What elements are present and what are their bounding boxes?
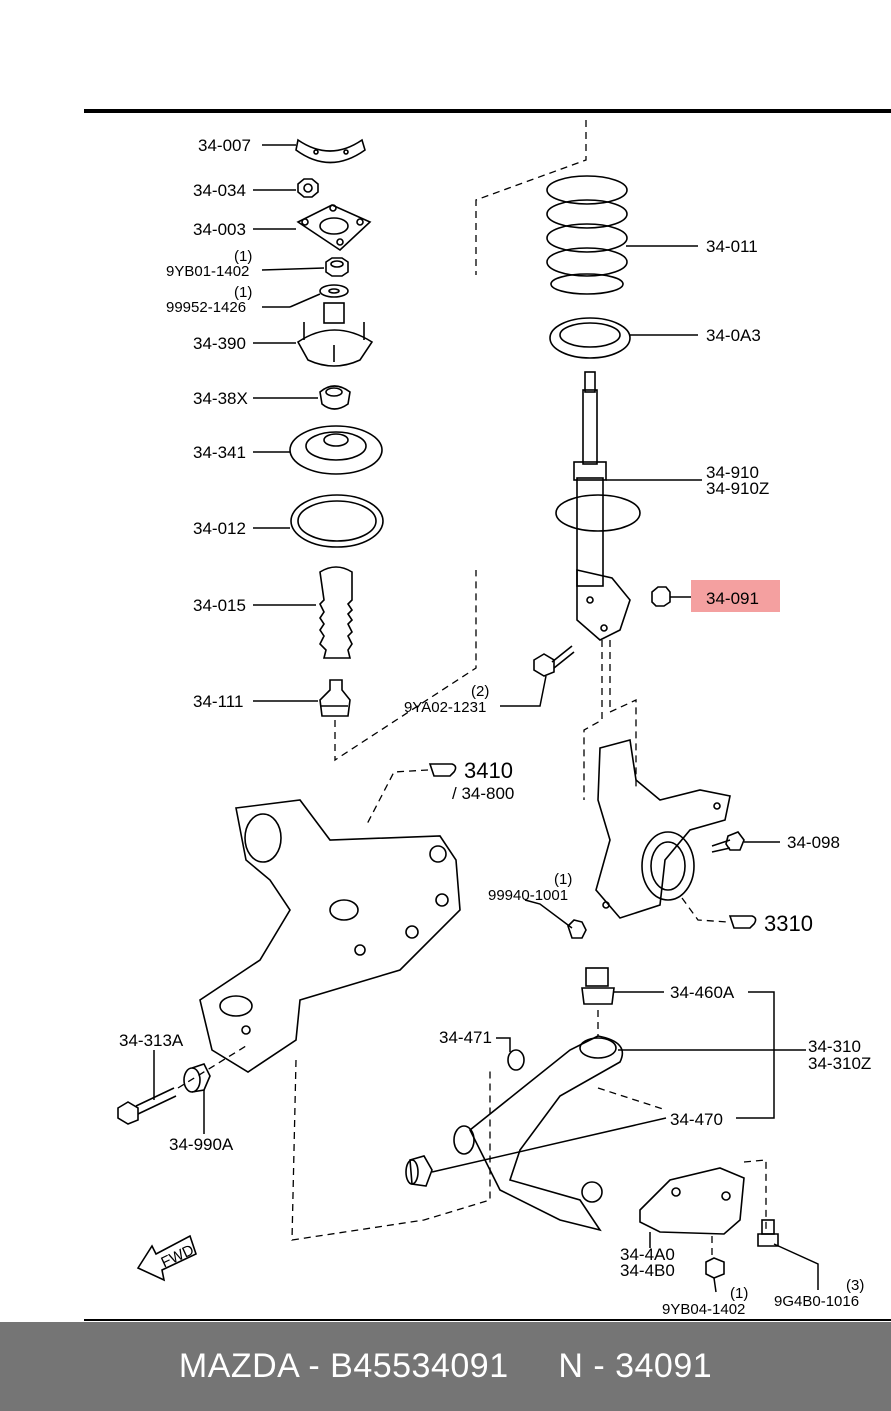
label-34-990a: 34-990A (169, 1135, 234, 1154)
qty-99940-1001: (1) (554, 871, 572, 888)
label-34-098: 34-098 (787, 833, 840, 852)
part-bushing-34-38x (319, 385, 351, 410)
hand-pointer-3410 (428, 763, 457, 777)
label-34-111: 34-111 (193, 692, 243, 711)
part-bumpstop-34-111 (319, 679, 351, 717)
label-34-4b0: 34-4B0 (620, 1261, 675, 1280)
part-bushing-34-470 (405, 1155, 433, 1187)
part-clip-34-007 (295, 138, 366, 164)
label-34-003: 34-003 (193, 220, 246, 239)
footer-gap (509, 1347, 559, 1386)
qty-99952-1426: (1) (234, 284, 252, 301)
part-nut-34-034 (297, 178, 319, 198)
label-9yb04-1402: 9YB04-1402 (662, 1301, 745, 1318)
qty-9yb04-1402: (1) (730, 1285, 748, 1302)
label-34-091: 34-091 (706, 589, 759, 608)
label-9ya02-1231: 9YA02-1231 (404, 699, 486, 716)
part-bushing-34-990a (183, 1063, 211, 1093)
part-washer-99952-1426 (319, 284, 349, 298)
footer-brand-part: MAZDA - B45534091 (178, 1347, 509, 1385)
part-bolt-9g4b0-1016 (757, 1219, 779, 1247)
part-bracket-34-4a0 (639, 1167, 745, 1235)
label-9yb01-1402: 9YB01-1402 (166, 263, 249, 280)
ref-3410-sub: / 34-800 (452, 784, 514, 803)
part-bushing-34-471 (507, 1049, 525, 1071)
part-bolt-34-098 (711, 831, 745, 853)
part-seat-34-0a3 (549, 317, 631, 359)
label-99952-1426: 99952-1426 (166, 299, 246, 316)
label-34-4a0: 34-4A0 (620, 1245, 675, 1264)
part-bolt-34-313a (117, 1087, 177, 1125)
part-ring-34-012 (290, 494, 384, 548)
part-nut-99940-1001 (567, 919, 587, 939)
part-bolt-9ya02-1231 (533, 645, 575, 677)
label-34-341: 34-341 (193, 443, 246, 462)
ref-3310: 3310 (764, 911, 813, 936)
part-nut-9yb04-1402 (705, 1257, 725, 1279)
highlight-34-091 (691, 580, 780, 612)
footer-number: N - 34091 (558, 1347, 713, 1385)
part-mount-34-390 (296, 302, 374, 367)
label-99940-1001: 99940-1001 (488, 887, 568, 904)
label-34-910: 34-910 (706, 463, 759, 482)
label-34-910z: 34-910Z (706, 479, 769, 498)
qty-9g4b0-1016: (3) (846, 1277, 864, 1294)
qty-9ya02-1231: (2) (471, 683, 489, 700)
label-34-011: 34-011 (706, 237, 758, 256)
label-9g4b0-1016: 9G4B0-1016 (774, 1293, 859, 1310)
part-nut-34-091 (651, 586, 671, 607)
label-34-007: 34-007 (198, 136, 251, 155)
part-strut-34-910 (555, 371, 641, 641)
label-34-310z: 34-310Z (808, 1054, 871, 1073)
hand-pointer-3310 (728, 915, 757, 929)
label-34-0a3: 34-0A3 (706, 326, 761, 345)
part-knuckle (595, 738, 731, 919)
label-34-460a: 34-460A (670, 983, 735, 1002)
part-subframe (199, 799, 461, 1073)
footer-bar: MAZDA - B45534091 N - 34091 (0, 1322, 891, 1411)
ref-3410: 3410 (464, 758, 513, 783)
qty-9yb01-1402: (1) (234, 248, 252, 265)
part-boot-34-015 (319, 566, 354, 659)
label-34-310: 34-310 (808, 1037, 861, 1056)
suspension-exploded-diagram: 34-007 34-034 34-003 (1) 9YB01-1402 (1) … (84, 109, 891, 1321)
part-spring-34-011 (546, 175, 628, 295)
fwd-label: FWD (158, 1241, 196, 1271)
label-34-38x: 34-38X (193, 389, 248, 408)
part-seat-34-341 (289, 425, 383, 475)
part-arm-34-310 (453, 1035, 624, 1232)
label-34-470: 34-470 (670, 1110, 723, 1129)
part-balljoint-34-460a (581, 967, 615, 1005)
label-34-015: 34-015 (193, 596, 246, 615)
label-34-012: 34-012 (193, 519, 246, 538)
fwd-arrow (136, 1234, 197, 1282)
label-34-471: 34-471 (439, 1028, 492, 1047)
part-nut-9yb01-1402 (325, 257, 349, 277)
label-34-313a: 34-313A (119, 1031, 184, 1050)
label-34-034: 34-034 (193, 181, 246, 200)
part-plate-34-003 (296, 204, 372, 252)
label-34-390: 34-390 (193, 334, 246, 353)
